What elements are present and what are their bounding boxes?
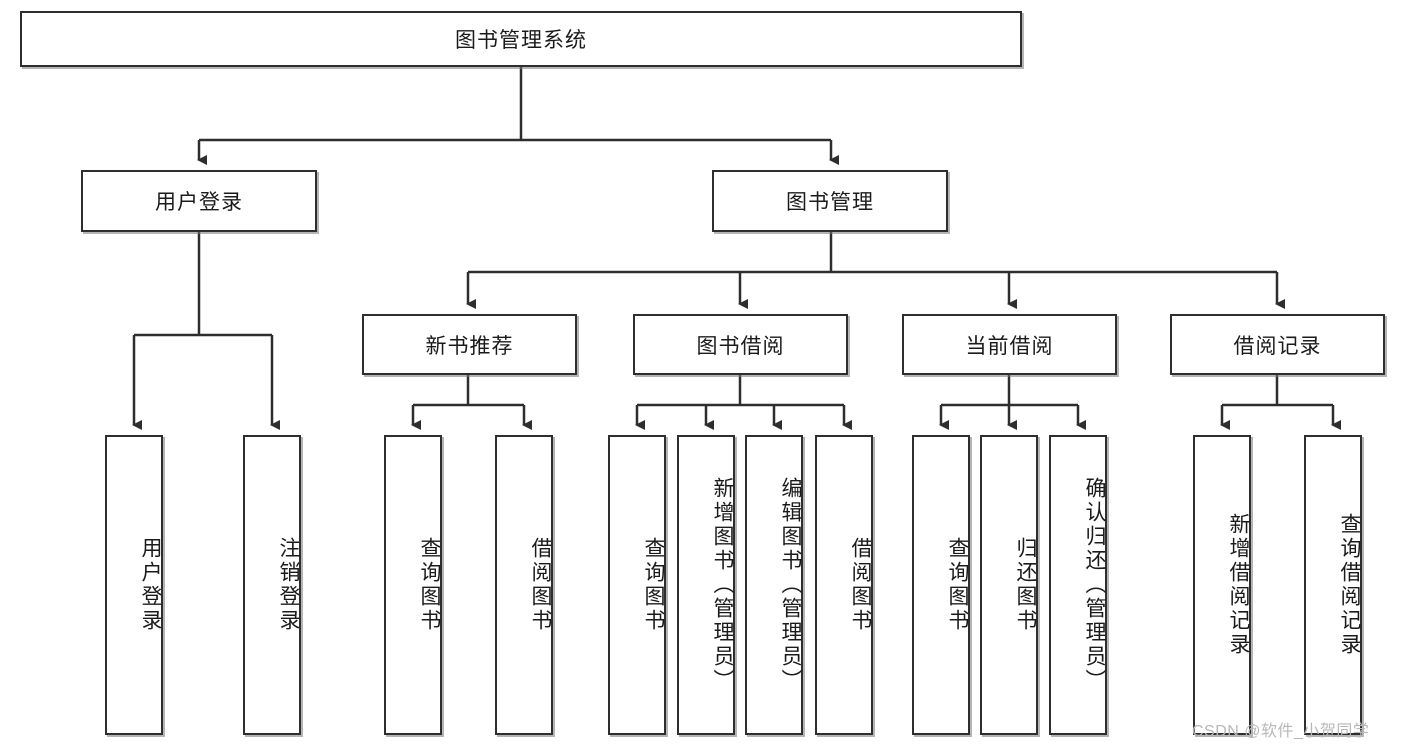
node-book-manage[interactable]: 图书管理 [712, 170, 948, 232]
node-leaf-query-record-label: 查询借阅记录 [1338, 513, 1361, 657]
node-leaf-borrow-book-2-label: 借阅图书 [849, 537, 872, 633]
node-leaf-borrow-book-1[interactable]: 借阅图书 [495, 435, 553, 735]
node-leaf-return-book-label: 归还图书 [1014, 537, 1037, 633]
node-user-login[interactable]: 用户登录 [81, 170, 317, 232]
node-leaf-query-book-1-label: 查询图书 [418, 537, 441, 633]
node-leaf-borrow-book-1-label: 借阅图书 [529, 537, 552, 633]
node-leaf-confirm-return-label: 确认归还（管理员） [1083, 477, 1106, 693]
node-leaf-logout-label: 注销登录 [277, 537, 300, 633]
node-book-borrow[interactable]: 图书借阅 [633, 314, 848, 375]
node-book-borrow-label: 图书借阅 [696, 334, 785, 358]
connector-book-manage-to-level2 [466, 232, 1285, 309]
node-leaf-return-book[interactable]: 归还图书 [980, 435, 1038, 735]
connector-book-borrow-to-leaves [635, 375, 852, 430]
node-leaf-add-record-label: 新增借阅记录 [1227, 513, 1250, 657]
node-leaf-query-book-3-label: 查询图书 [946, 537, 969, 633]
node-leaf-logout[interactable]: 注销登录 [243, 435, 301, 735]
node-leaf-confirm-return[interactable]: 确认归还（管理员） [1049, 435, 1107, 735]
node-user-login-label: 用户登录 [155, 191, 243, 214]
node-leaf-query-record[interactable]: 查询借阅记录 [1304, 435, 1362, 735]
node-leaf-query-book-2[interactable]: 查询图书 [608, 435, 666, 735]
node-leaf-add-record[interactable]: 新增借阅记录 [1193, 435, 1251, 735]
node-new-book-recommend-label: 新书推荐 [425, 334, 514, 358]
node-leaf-add-book[interactable]: 新增图书（管理员） [677, 435, 735, 735]
connector-root-to-level1 [197, 67, 839, 165]
node-leaf-edit-book[interactable]: 编辑图书（管理员） [745, 435, 803, 735]
node-book-manage-label: 图书管理 [786, 191, 874, 214]
connector-borrow-record-to-leaves [1220, 375, 1341, 430]
connector-new-book-to-leaves [411, 375, 532, 430]
node-current-borrow[interactable]: 当前借阅 [902, 314, 1117, 375]
node-root-label: 图书管理系统 [455, 29, 587, 52]
node-borrow-record-label: 借阅记录 [1233, 334, 1322, 358]
node-leaf-user-login[interactable]: 用户登录 [105, 435, 163, 735]
node-leaf-borrow-book-2[interactable]: 借阅图书 [815, 435, 873, 735]
csdn-watermark: CSDN @软件_小贺同学 [1192, 723, 1370, 740]
node-leaf-query-book-2-label: 查询图书 [642, 537, 665, 633]
node-root[interactable]: 图书管理系统 [20, 11, 1022, 67]
node-leaf-add-book-label: 新增图书（管理员） [711, 477, 734, 693]
connector-user-login-to-leaves [132, 232, 280, 430]
node-leaf-edit-book-label: 编辑图书（管理员） [779, 477, 802, 693]
connector-current-borrow-to-leaves [939, 375, 1086, 430]
node-borrow-record[interactable]: 借阅记录 [1170, 314, 1385, 375]
node-new-book-recommend[interactable]: 新书推荐 [362, 314, 577, 375]
node-current-borrow-label: 当前借阅 [965, 334, 1054, 358]
node-leaf-user-login-label: 用户登录 [139, 537, 162, 633]
node-leaf-query-book-1[interactable]: 查询图书 [384, 435, 442, 735]
node-leaf-query-book-3[interactable]: 查询图书 [912, 435, 970, 735]
